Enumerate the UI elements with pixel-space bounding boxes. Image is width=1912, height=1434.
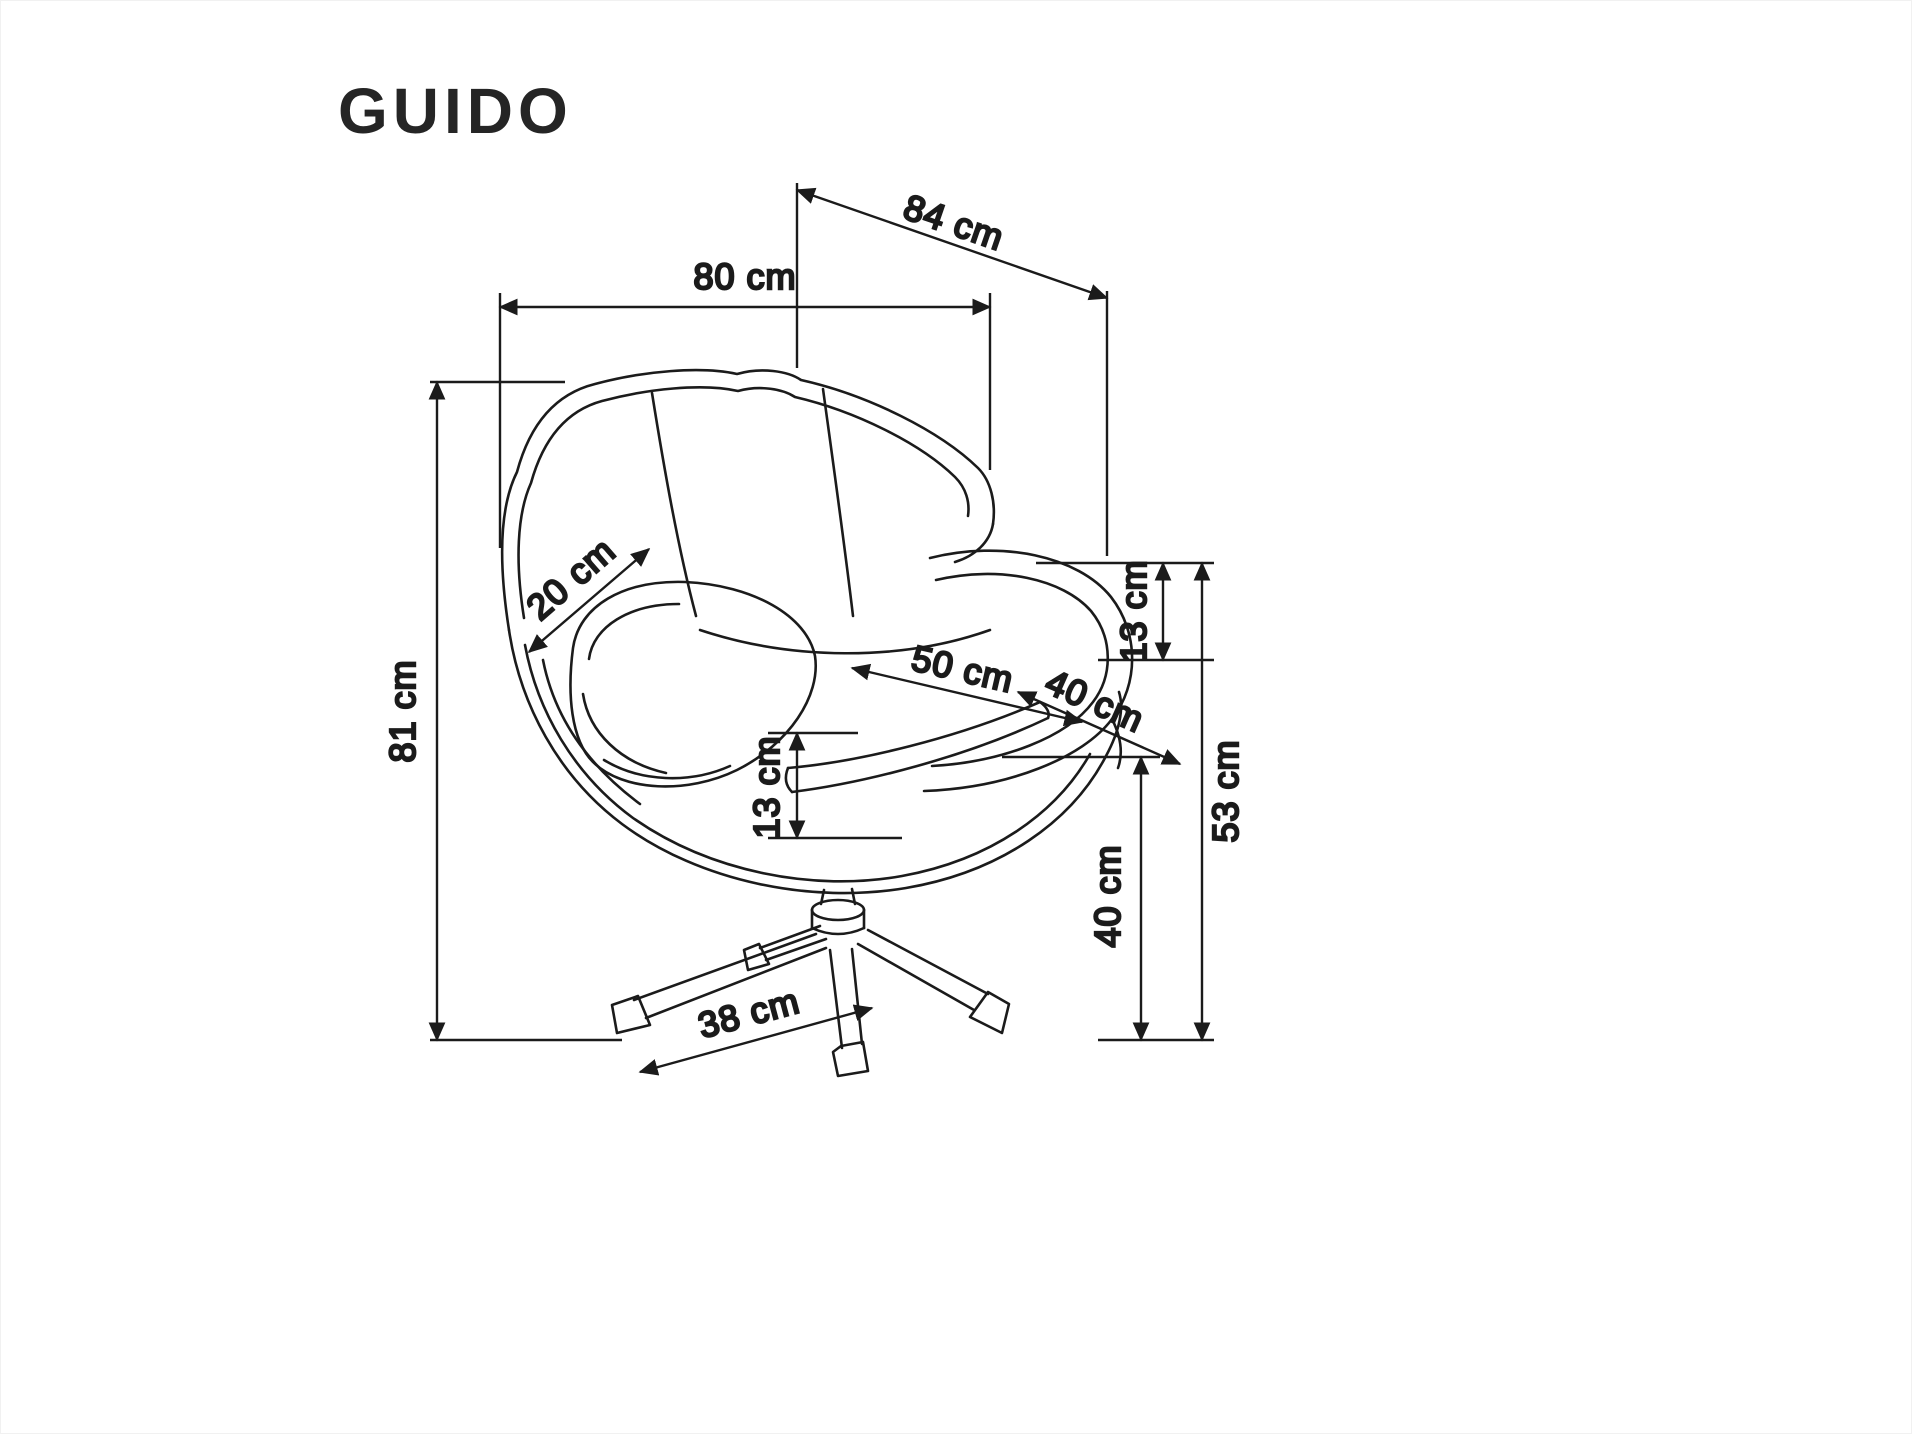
dimension-backrest-depth-label: 20 cm — [518, 529, 623, 628]
base-foot-back — [742, 942, 771, 972]
chair-drawing — [500, 368, 1134, 1078]
dimension-total-height: 81 cm — [381, 380, 622, 1042]
dimension-cushion-height-label: 13 cm — [746, 735, 787, 838]
base-foot-front — [831, 1040, 870, 1078]
dimension-backrest-depth: 20 cm — [517, 528, 651, 654]
dimension-armrest-height-label: 53 cm — [1205, 739, 1246, 842]
dimension-armrest-above-seat-label: 13 cm — [1113, 559, 1154, 662]
dimension-armrest-above-seat: 13 cm — [1036, 558, 1214, 664]
dimension-total-depth: 84 cm — [795, 183, 1109, 556]
base-foot-right — [968, 990, 1011, 1035]
dimension-total-width: 80 cm — [498, 255, 992, 548]
base-foot-left — [610, 994, 652, 1035]
product-title: GUIDO — [338, 75, 573, 147]
chair-swivel-base — [610, 887, 1011, 1078]
chair-backrest-shell — [500, 368, 996, 632]
dimension-total-width-label: 80 cm — [693, 256, 796, 297]
dimension-cushion-height: 13 cm — [745, 731, 902, 840]
dimension-seat-depth-label: 40 cm — [1040, 661, 1151, 740]
dimension-total-depth-label: 84 cm — [899, 186, 1010, 258]
dimension-base-leg-length-label: 38 cm — [694, 980, 804, 1046]
dimension-seat-width-label: 50 cm — [908, 637, 1018, 700]
dimension-seat-height: 40 cm — [1002, 755, 1160, 1042]
dimension-seat-height-label: 40 cm — [1087, 844, 1128, 947]
dimension-armrest-height: 53 cm — [1098, 561, 1247, 1042]
dimension-base-leg-length: 38 cm — [638, 979, 874, 1076]
dimension-total-height-label: 81 cm — [382, 659, 423, 762]
